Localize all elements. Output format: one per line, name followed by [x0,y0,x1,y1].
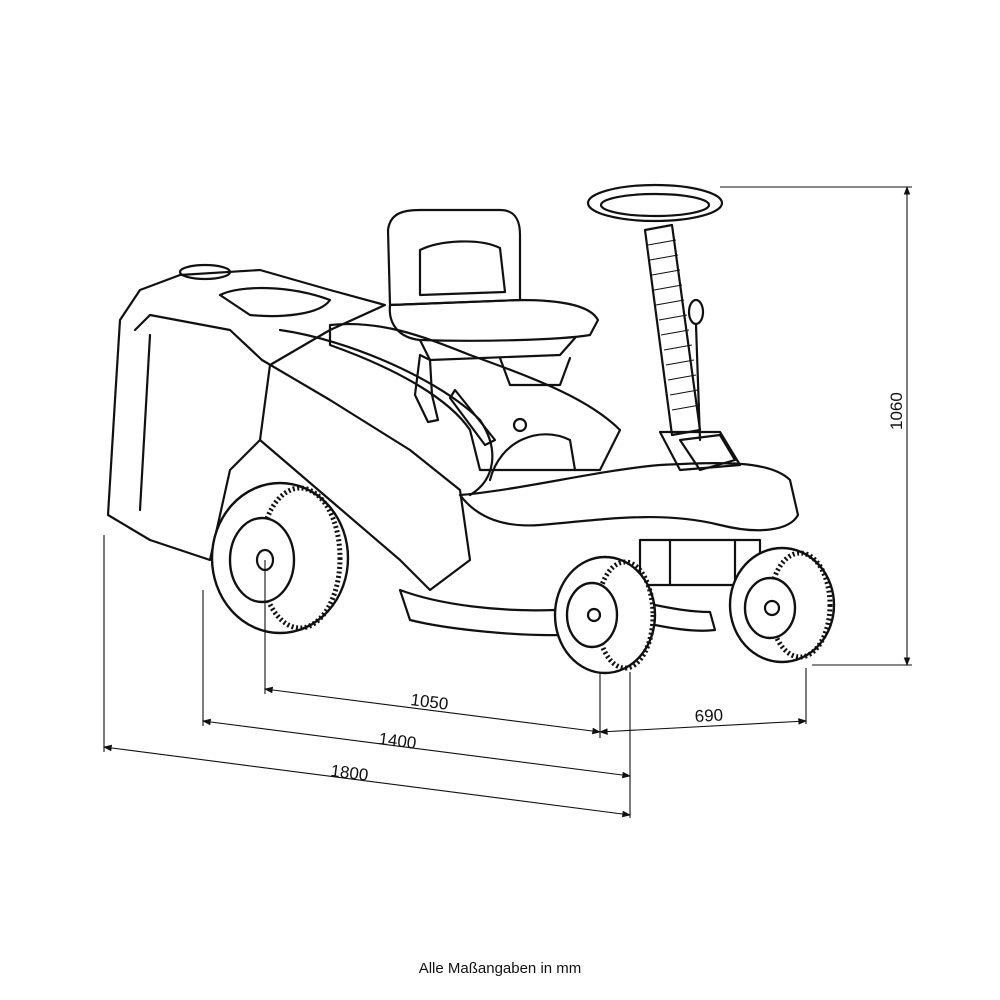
rear-wheel [210,481,350,635]
seat-cushion [388,298,600,342]
seat-back [386,208,522,307]
dimension-length-overall: 1800 [329,761,369,785]
front-wheel-right [728,546,836,664]
dimension-width-overall: 1400 [377,729,417,753]
footboard [458,462,800,532]
riding-mower-drawing [106,183,836,675]
discharge-chute [258,358,472,592]
engine-hood [328,322,622,472]
control-lever [413,353,440,424]
dimension-lines: 1050 1400 1800 690 1060 [102,185,912,818]
mower-deck [398,588,562,637]
dimension-track-width: 690 [694,706,723,726]
dimension-height: 1060 [887,392,906,430]
front-wheel-left [553,555,657,675]
dimension-wheelbase: 1050 [409,690,449,714]
steering-wheel [586,183,724,223]
units-note: Alle Maßangaben in mm [418,960,582,977]
